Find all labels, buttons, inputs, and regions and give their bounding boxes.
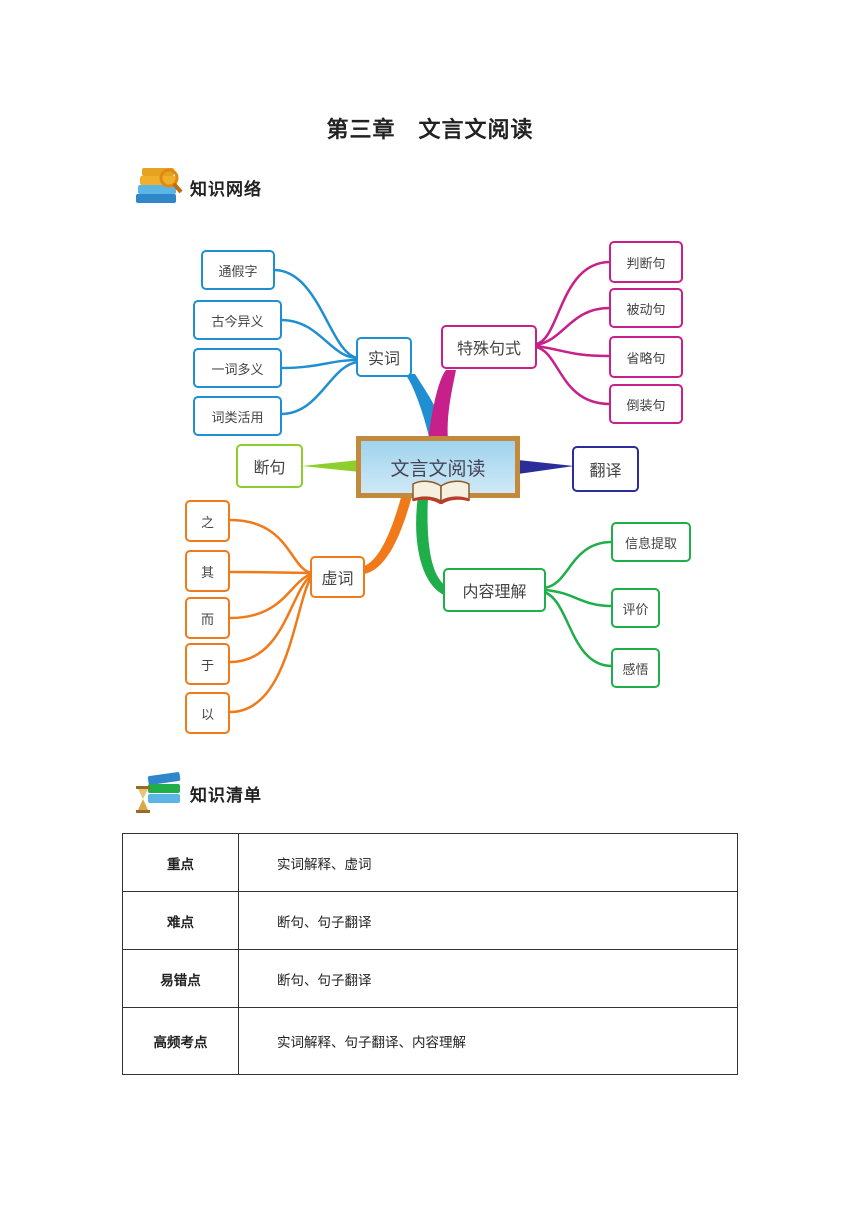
node-ganwu: 感悟: [611, 648, 660, 688]
node-yiciduoyi: 一词多义: [193, 348, 282, 388]
network-section-label: 知识网络: [190, 179, 262, 200]
row-key: 难点: [122, 891, 239, 950]
node-teshujushi: 特殊句式: [441, 325, 537, 369]
table-row: 易错点 断句、句子翻译: [122, 949, 738, 1008]
knowledge-table: 重点 实词解释、虚词 难点 断句、句子翻译 易错点 断句、句子翻译 高频考点 实…: [122, 833, 738, 1075]
node-shenglueju: 省略句: [609, 336, 683, 378]
node-xinxitiqu: 信息提取: [611, 522, 691, 562]
node-yi: 以: [185, 692, 230, 734]
node-xuci: 虚词: [310, 556, 365, 598]
node-fanyi: 翻译: [572, 446, 639, 492]
node-panduanju: 判断句: [609, 241, 683, 283]
mindmap-connectors: [229, 260, 613, 714]
row-key: 易错点: [122, 949, 239, 1008]
node-er: 而: [185, 597, 230, 639]
node-qi: 其: [185, 550, 230, 592]
books-magnifier-icon: [136, 168, 183, 203]
table-row: 重点 实词解释、虚词: [122, 833, 738, 892]
network-section-header: 知识网络: [134, 162, 262, 212]
page-title: 第三章 文言文阅读: [326, 117, 534, 143]
table-row: 高频考点 实词解释、句子翻译、内容理解: [122, 1007, 738, 1075]
node-gujinyiyi: 古今异义: [193, 300, 282, 340]
row-value: 断句、句子翻译: [238, 891, 738, 950]
node-tongjiazi: 通假字: [201, 250, 275, 290]
node-beidongju: 被动句: [609, 288, 683, 328]
open-book-icon: [412, 480, 470, 504]
node-shici: 实词: [356, 337, 412, 377]
node-daozhuangju: 倒装句: [609, 384, 683, 424]
row-key: 高频考点: [122, 1007, 239, 1075]
checklist-section-header: 知识清单: [134, 768, 262, 818]
books-hourglass-icon: [136, 772, 181, 813]
node-pingjia: 评价: [611, 588, 660, 628]
row-value: 实词解释、虚词: [238, 833, 738, 892]
node-cileihuoyong: 词类活用: [193, 396, 282, 436]
node-neironglijie: 内容理解: [443, 568, 546, 612]
node-zhi: 之: [185, 500, 230, 542]
row-value: 断句、句子翻译: [238, 949, 738, 1008]
node-duanju: 断句: [236, 444, 303, 488]
table-row: 难点 断句、句子翻译: [122, 891, 738, 950]
row-value: 实词解释、句子翻译、内容理解: [238, 1007, 738, 1075]
node-yu: 于: [185, 643, 230, 685]
checklist-section-label: 知识清单: [190, 785, 262, 806]
row-key: 重点: [122, 833, 239, 892]
